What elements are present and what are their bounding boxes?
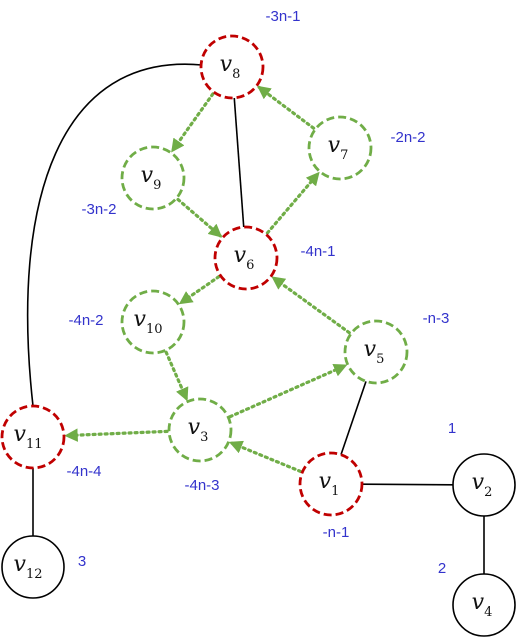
nodes-layer: v8 v7 v9 v6 v10 v5 v3 v11 v1 v2 v12 v4 (0, 34, 516, 637)
arrow-v10-v3 (164, 350, 189, 402)
node-name: v1 (319, 469, 340, 499)
arrow-v3-v11 (64, 428, 169, 442)
node-circle (213, 225, 279, 291)
node-name: v4 (472, 590, 493, 620)
node-weight-label-v4: 2 (438, 560, 446, 577)
arrow-v1-v3 (228, 440, 303, 474)
node-v5: v5 (343, 319, 409, 385)
node-v9: v9 (120, 145, 186, 211)
node-weight-label-v6: -4n-1 (300, 243, 335, 260)
node-name: v2 (472, 470, 493, 500)
node-weight-label-v8: -3n-1 (265, 8, 300, 25)
arrow-v5-v6 (271, 276, 351, 335)
node-circle (120, 289, 186, 355)
node-v11: v11 (0, 404, 66, 470)
node-name: v8 (220, 52, 241, 82)
node-weight-label-v5: -n-3 (423, 310, 450, 327)
node-v10: v10 (120, 289, 186, 355)
node-weight-label-v12: 3 (78, 553, 86, 570)
node-circle (298, 451, 364, 517)
node-name: v7 (328, 133, 349, 163)
node-weight-label-v3: -4n-3 (184, 477, 219, 494)
node-circle (307, 115, 373, 181)
node-v3: v3 (167, 397, 233, 463)
node-circle (199, 34, 265, 100)
node-weight-label-v10: -4n-2 (68, 312, 103, 329)
arrow-v8-v9 (171, 92, 215, 153)
node-weight-label-v2: 1 (448, 420, 456, 437)
node-name: v12 (14, 552, 43, 582)
edge-v5-v1 (340, 381, 367, 455)
arrow-v9-v6 (176, 197, 223, 238)
node-v4: v4 (452, 573, 516, 637)
node-weight-label-v11: -4n-4 (66, 463, 101, 480)
node-circle (120, 145, 186, 211)
node-name: v3 (188, 415, 209, 445)
node-name: v5 (364, 337, 385, 367)
node-circle (1, 535, 65, 599)
node-circle (452, 573, 516, 637)
node-circle (0, 404, 66, 470)
node-circle (343, 319, 409, 385)
edges-layer (26, 63, 485, 574)
edge-v8-v11 (26, 63, 203, 407)
node-v6: v6 (213, 225, 279, 291)
node-name: v6 (234, 243, 255, 273)
node-weight-label-v7: -2n-2 (390, 129, 425, 146)
labels-layer: -3n-1 -2n-2 -3n-2 -4n-1 -4n-2 -n-3 -4n-3 -4n-4 -… (66, 8, 456, 577)
edge-v1-v2 (361, 483, 454, 486)
node-weight-label-v1: -n-1 (323, 524, 350, 541)
arrow-v3-v5 (228, 363, 348, 419)
node-v8: v8 (199, 34, 265, 100)
arrow-v6-v10 (178, 275, 221, 305)
arrow-v6-v7 (265, 171, 320, 235)
node-v12: v12 (1, 535, 65, 599)
node-v1: v1 (298, 451, 364, 517)
edge-v8-v6 (233, 97, 245, 228)
arrows-layer (64, 85, 351, 474)
node-v2: v2 (452, 453, 516, 517)
node-name: v11 (14, 422, 43, 452)
node-name: v9 (141, 163, 162, 193)
node-weight-label-v9: -3n-2 (81, 201, 116, 218)
arrow-v7-v8 (257, 85, 316, 130)
node-v7: v7 (307, 115, 373, 181)
node-name: v10 (134, 307, 163, 337)
node-circle (167, 397, 233, 463)
node-circle (452, 453, 516, 517)
